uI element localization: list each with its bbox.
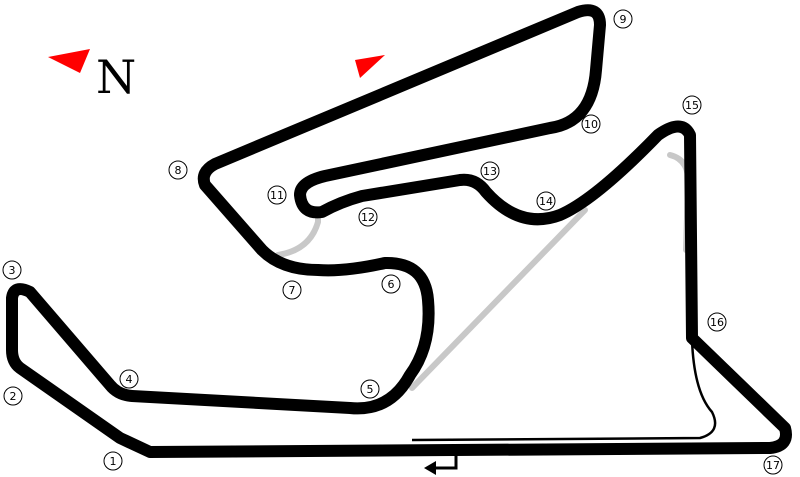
travel-direction-arrow-icon (355, 55, 385, 78)
turn-14-label: 14 (536, 191, 556, 211)
start-direction-arrow (432, 452, 458, 470)
svg-text:16: 16 (710, 316, 724, 329)
turn-16-label: 16 (707, 312, 727, 332)
svg-text:9: 9 (620, 13, 627, 26)
turn-10-label: 10 (581, 114, 601, 134)
alternate-link-5-14 (409, 207, 588, 391)
turn-6-label: 6 (381, 274, 401, 294)
pit-lane (411, 339, 717, 442)
turn-13-label: 13 (480, 161, 500, 181)
svg-text:13: 13 (483, 165, 497, 178)
svg-text:5: 5 (367, 383, 374, 396)
svg-text:12: 12 (361, 211, 375, 224)
turn-15-label: 15 (682, 95, 702, 115)
svg-text:17: 17 (766, 459, 780, 472)
alternate-link-7-11 (275, 207, 321, 258)
svg-text:7: 7 (289, 284, 296, 297)
turn-1-label: 1 (103, 451, 123, 471)
svg-text:2: 2 (10, 390, 17, 403)
svg-text:10: 10 (584, 118, 598, 131)
svg-text:3: 3 (9, 264, 16, 277)
svg-text:6: 6 (388, 278, 395, 291)
turn-12-label: 12 (358, 207, 378, 227)
svg-text:14: 14 (539, 195, 553, 208)
turn-2-label: 2 (3, 386, 23, 406)
turn-3-label: 3 (2, 260, 22, 280)
svg-text:1: 1 (110, 455, 117, 468)
start-direction-arrowhead (424, 461, 436, 475)
turn-5-label: 5 (360, 379, 380, 399)
turn-8-label: 8 (168, 160, 188, 180)
svg-text:11: 11 (270, 189, 284, 202)
turn-11-label: 11 (267, 185, 287, 205)
svg-text:4: 4 (126, 373, 133, 386)
turn-4-label: 4 (119, 369, 139, 389)
turn-7-label: 7 (282, 280, 302, 300)
turn-17-label: 17 (763, 455, 783, 475)
svg-text:8: 8 (175, 164, 182, 177)
turn-9-label: 9 (613, 9, 633, 29)
svg-text:15: 15 (685, 99, 699, 112)
north-arrow-icon (48, 49, 90, 73)
north-label: N (96, 50, 136, 104)
main-circuit-outline (6, 4, 792, 458)
